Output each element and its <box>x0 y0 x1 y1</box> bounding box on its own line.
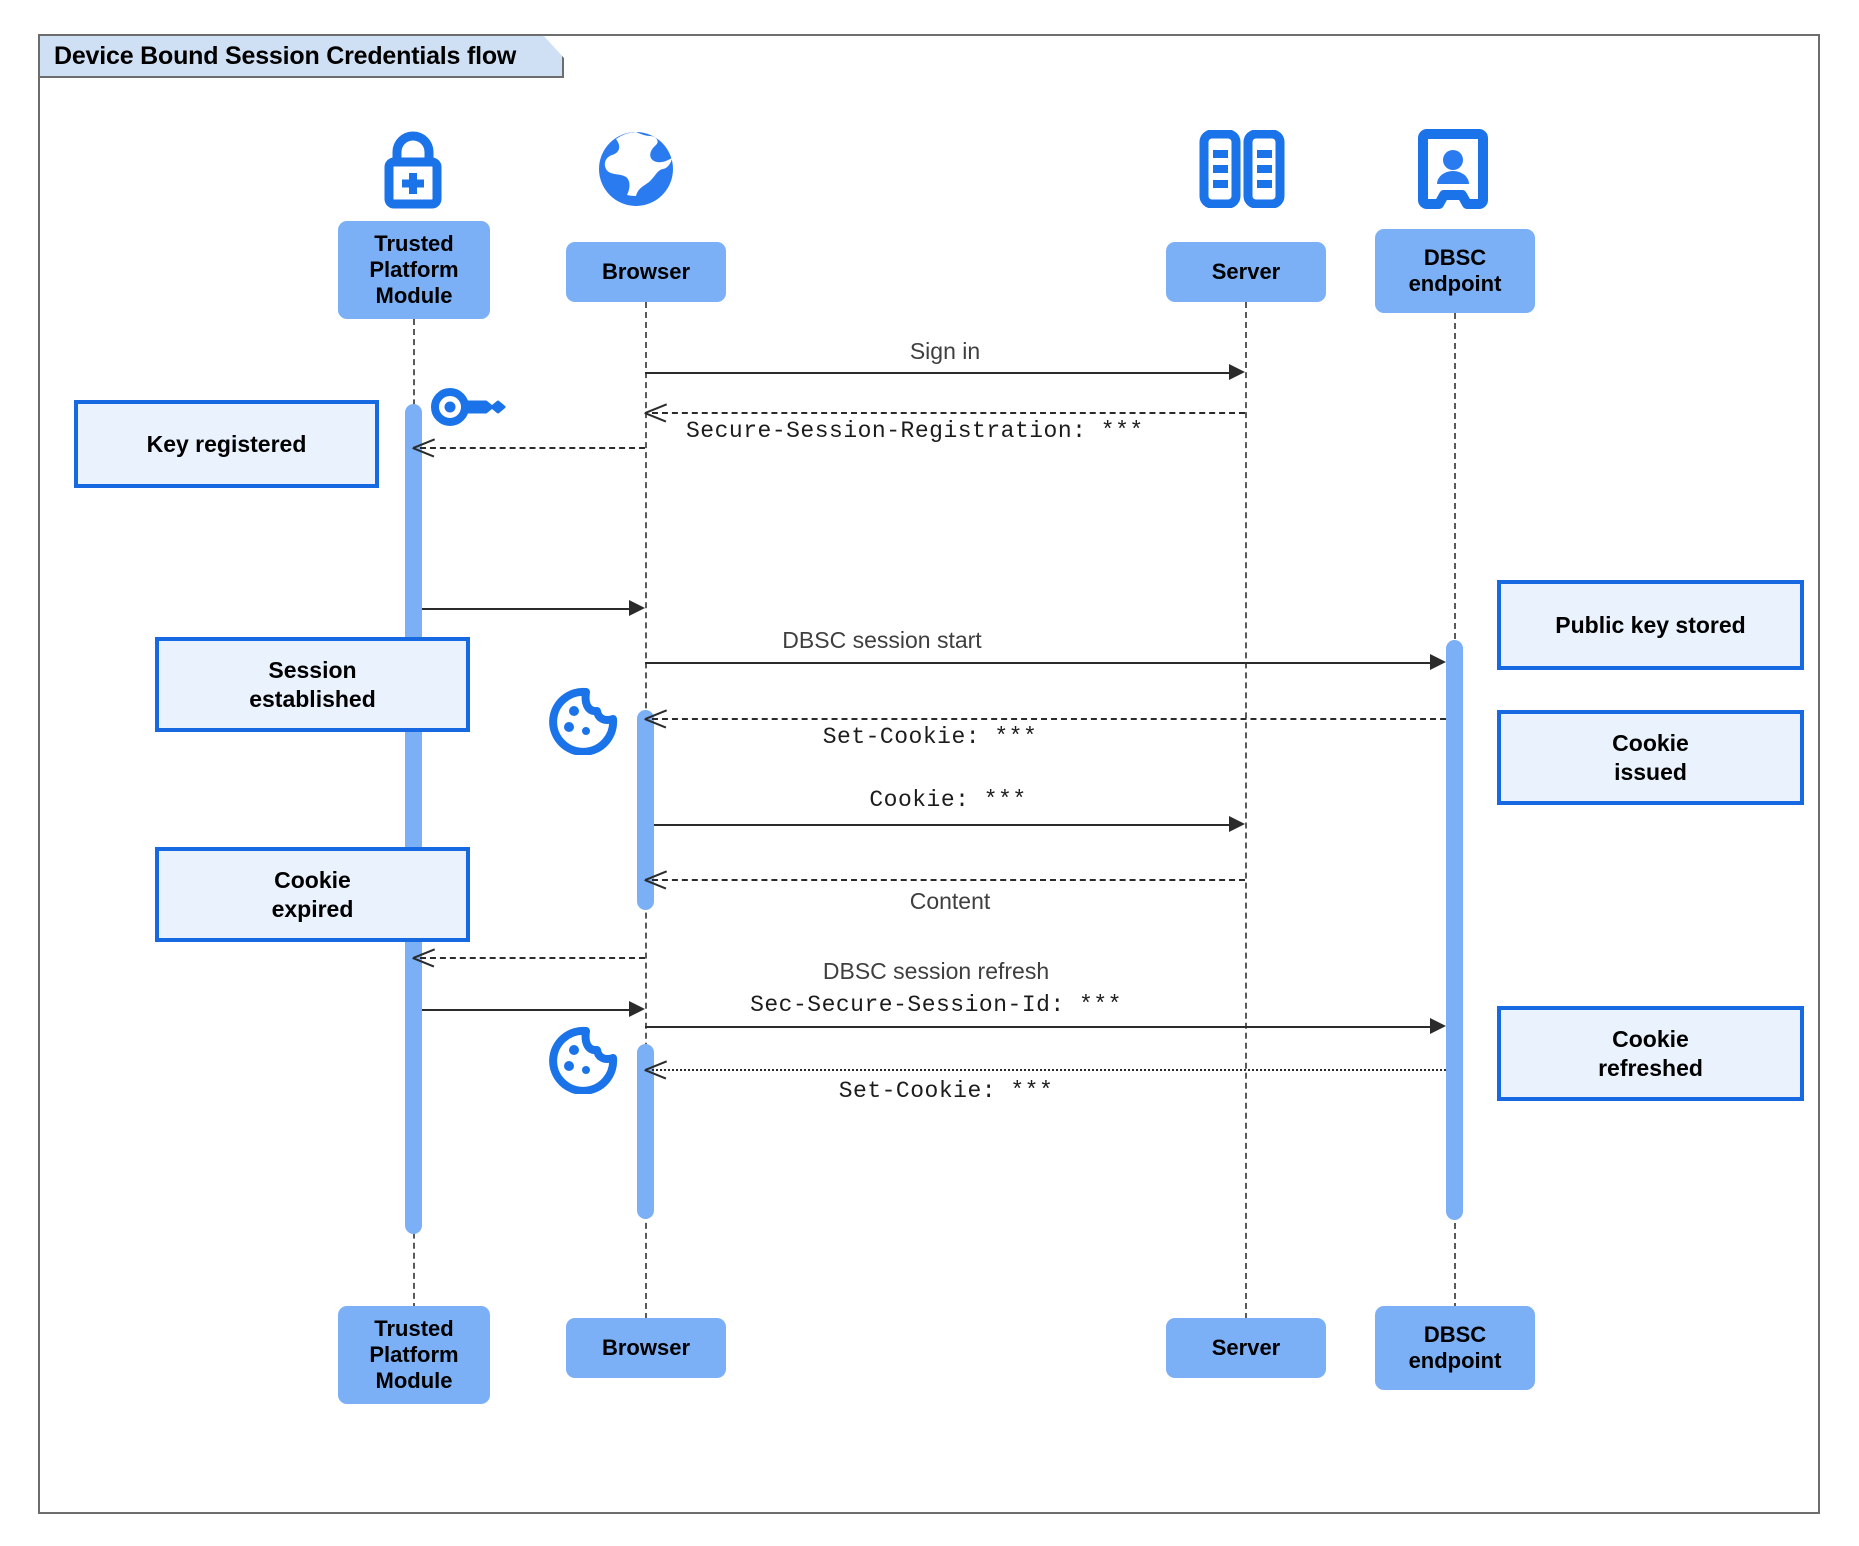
participant-tpm-bottom[interactable]: Trusted Platform Module <box>338 1306 490 1404</box>
participant-label: Trusted Platform Module <box>369 1316 459 1393</box>
participant-label: Browser <box>601 1335 691 1361</box>
message-line-secure-session-registration <box>652 412 1245 414</box>
participant-label: Trusted Platform Module <box>369 231 459 308</box>
note-label: Session established <box>249 656 376 712</box>
message-label-content: Content <box>909 888 991 914</box>
note-public-key-stored: Public key stored <box>1497 580 1804 670</box>
participant-dbsc-top[interactable]: DBSC endpoint <box>1375 229 1535 313</box>
arrowhead-right-icon <box>1430 1018 1446 1034</box>
note-cookie-issued: Cookie issued <box>1497 710 1804 805</box>
message-line-browser-to-tpm-register <box>420 447 645 449</box>
participant-label: DBSC endpoint <box>1408 1322 1502 1373</box>
message-label-set-cookie-2: Set-Cookie: *** <box>838 1078 1054 1104</box>
lock-plus-icon <box>384 131 442 209</box>
arrowhead-right-icon <box>629 1001 645 1017</box>
note-session-established: Session established <box>155 637 470 732</box>
cookie-icon <box>549 687 618 755</box>
diagram-title: Device Bound Session Credentials flow <box>54 41 517 70</box>
message-line-set-cookie-2 <box>652 1069 1446 1071</box>
message-label-cookie: Cookie: *** <box>869 787 1027 813</box>
key-icon <box>431 388 506 426</box>
message-label-dbsc-session-start: DBSC session start <box>782 627 982 653</box>
cookie-icon <box>549 1026 618 1094</box>
participant-label: Server <box>1211 1335 1281 1361</box>
note-label: Cookie expired <box>271 866 354 922</box>
message-line-dbsc-session-start <box>645 662 1431 664</box>
activation-bar-tpm <box>405 404 422 1234</box>
activation-bar-browser-2 <box>637 1044 654 1219</box>
participant-label: Server <box>1211 259 1281 285</box>
message-line-browser-to-tpm-refresh <box>420 957 645 959</box>
note-label: Key registered <box>146 430 307 457</box>
arrowhead-right-icon <box>1430 654 1446 670</box>
arrowhead-left-icon <box>413 436 435 458</box>
participant-tpm-top[interactable]: Trusted Platform Module <box>338 221 490 319</box>
arrowhead-right-icon <box>629 600 645 616</box>
activation-bar-browser-1 <box>637 710 654 910</box>
lifeline-server <box>1245 302 1247 1319</box>
participant-dbsc-bottom[interactable]: DBSC endpoint <box>1375 1306 1535 1390</box>
activation-bar-dbsc <box>1446 640 1463 1220</box>
participant-browser-bottom[interactable]: Browser <box>566 1318 726 1378</box>
message-line-sign-in <box>645 372 1230 374</box>
arrowhead-right-icon <box>1229 364 1245 380</box>
participant-browser-top[interactable]: Browser <box>566 242 726 302</box>
message-line-set-cookie-1 <box>652 718 1446 720</box>
arrowhead-left-icon <box>645 1058 667 1080</box>
arrowhead-left-icon <box>645 401 667 423</box>
message-line-tpm-to-browser-key <box>422 608 637 610</box>
server-rack-icon <box>1199 130 1285 208</box>
arrowhead-right-icon <box>1229 816 1245 832</box>
globe-icon <box>599 132 673 206</box>
participant-server-bottom[interactable]: Server <box>1166 1318 1326 1378</box>
note-cookie-expired: Cookie expired <box>155 847 470 942</box>
arrowhead-left-icon <box>645 707 667 729</box>
participant-label: DBSC endpoint <box>1408 245 1502 296</box>
arrowhead-left-icon <box>413 946 435 968</box>
message-label-sec-secure-session-id: Sec-Secure-Session-Id: *** <box>750 992 1122 1018</box>
note-key-registered: Key registered <box>74 400 379 488</box>
message-label-set-cookie-1: Set-Cookie: *** <box>822 724 1038 750</box>
message-label-dbsc-session-refresh: DBSC session refresh <box>822 958 1050 984</box>
participant-label: Browser <box>601 259 691 285</box>
message-line-cookie <box>654 824 1230 826</box>
note-label: Cookie refreshed <box>1598 1025 1703 1081</box>
note-cookie-refreshed: Cookie refreshed <box>1497 1006 1804 1101</box>
message-label-sign-in: Sign in <box>909 338 981 364</box>
note-label: Public key stored <box>1555 611 1746 638</box>
diagram-title-tab: Device Bound Session Credentials flow <box>38 34 564 78</box>
note-label: Cookie issued <box>1612 729 1689 785</box>
message-label-secure-session-registration: Secure-Session-Registration: *** <box>686 418 1144 444</box>
participant-server-top[interactable]: Server <box>1166 242 1326 302</box>
message-line-content <box>652 879 1245 881</box>
message-line-tpm-to-browser-refresh <box>422 1009 637 1011</box>
arrowhead-left-icon <box>645 868 667 890</box>
id-badge-icon <box>1418 129 1488 209</box>
message-line-dbsc-session-refresh <box>645 1026 1431 1028</box>
